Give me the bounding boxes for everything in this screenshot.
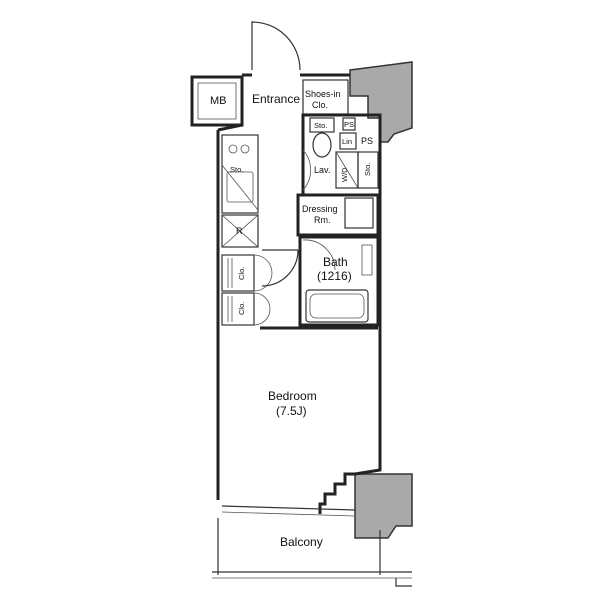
fridge-x <box>221 214 259 248</box>
label-shoes-in: Shoes-in <box>305 89 341 99</box>
bedroom-stepped-wall <box>318 472 355 514</box>
lin-shelf <box>339 132 357 150</box>
closet-lower <box>221 292 255 326</box>
label-sto-kitchen: Sto. <box>230 165 243 174</box>
toilet-sto <box>309 117 335 133</box>
label-clo-2: Clo. <box>237 302 246 315</box>
lav-door <box>302 149 312 191</box>
balcony-corner <box>395 578 412 587</box>
structural-column-bottom-right <box>354 473 413 539</box>
label-entrance: Entrance <box>252 92 300 106</box>
closet-door-upper <box>253 254 273 292</box>
label-bedroom: Bedroom <box>268 389 317 403</box>
label-lav: Lav. <box>314 165 330 175</box>
dressing-room <box>296 193 380 237</box>
washbasin <box>344 197 374 229</box>
label-sto-right: Sto. <box>363 163 372 176</box>
sto-right <box>357 151 379 189</box>
label-ps-right: PS <box>361 136 373 146</box>
mb-shaft <box>190 75 244 127</box>
bath-room <box>298 235 380 327</box>
label-dressing: Dressing <box>302 204 338 214</box>
label-bedroom-size: (7.5J) <box>276 404 307 418</box>
toilet <box>312 132 332 158</box>
kitchen-storage-diagonal <box>221 164 259 211</box>
bathtub-inner <box>309 293 365 319</box>
closet-upper <box>221 254 255 292</box>
balcony-outline <box>217 518 381 575</box>
label-sto-top: Sto. <box>314 121 327 130</box>
mb-shaft-inner <box>197 82 237 120</box>
label-dressing-rm: Rm. <box>314 215 331 225</box>
label-wd: W/D <box>340 167 349 182</box>
label-bath-size: (1216) <box>317 269 352 283</box>
stove-burner-2 <box>240 144 250 154</box>
label-mb: MB <box>210 95 227 107</box>
entrance-wall-left <box>217 123 243 132</box>
hallway-door <box>261 249 299 287</box>
kitchen-sink <box>226 171 254 203</box>
unit-wall-right-upper <box>354 142 382 476</box>
entrance-door <box>251 21 301 71</box>
stove-burner-1 <box>228 144 238 154</box>
ps-small <box>342 117 356 131</box>
label-bath: Bath <box>323 255 348 269</box>
label-clo-1: Clo. <box>237 267 246 280</box>
closet-door-lower <box>253 292 271 326</box>
label-shoes-in-clo: Clo. <box>312 100 328 110</box>
label-lin: Lin <box>342 137 352 146</box>
fridge-space <box>221 214 259 248</box>
bedroom-window-line-2 <box>221 511 356 517</box>
label-balcony: Balcony <box>280 535 323 549</box>
label-fridge: R <box>236 226 243 236</box>
bathtub <box>305 289 369 323</box>
bedroom-window-line <box>221 505 356 511</box>
label-ps-small: PS <box>344 120 354 129</box>
closet-hangers <box>227 258 233 322</box>
bath-door <box>302 239 336 271</box>
wd-diagonal <box>335 151 359 189</box>
bath-shelf <box>361 244 373 276</box>
kitchen-counter <box>221 134 259 214</box>
